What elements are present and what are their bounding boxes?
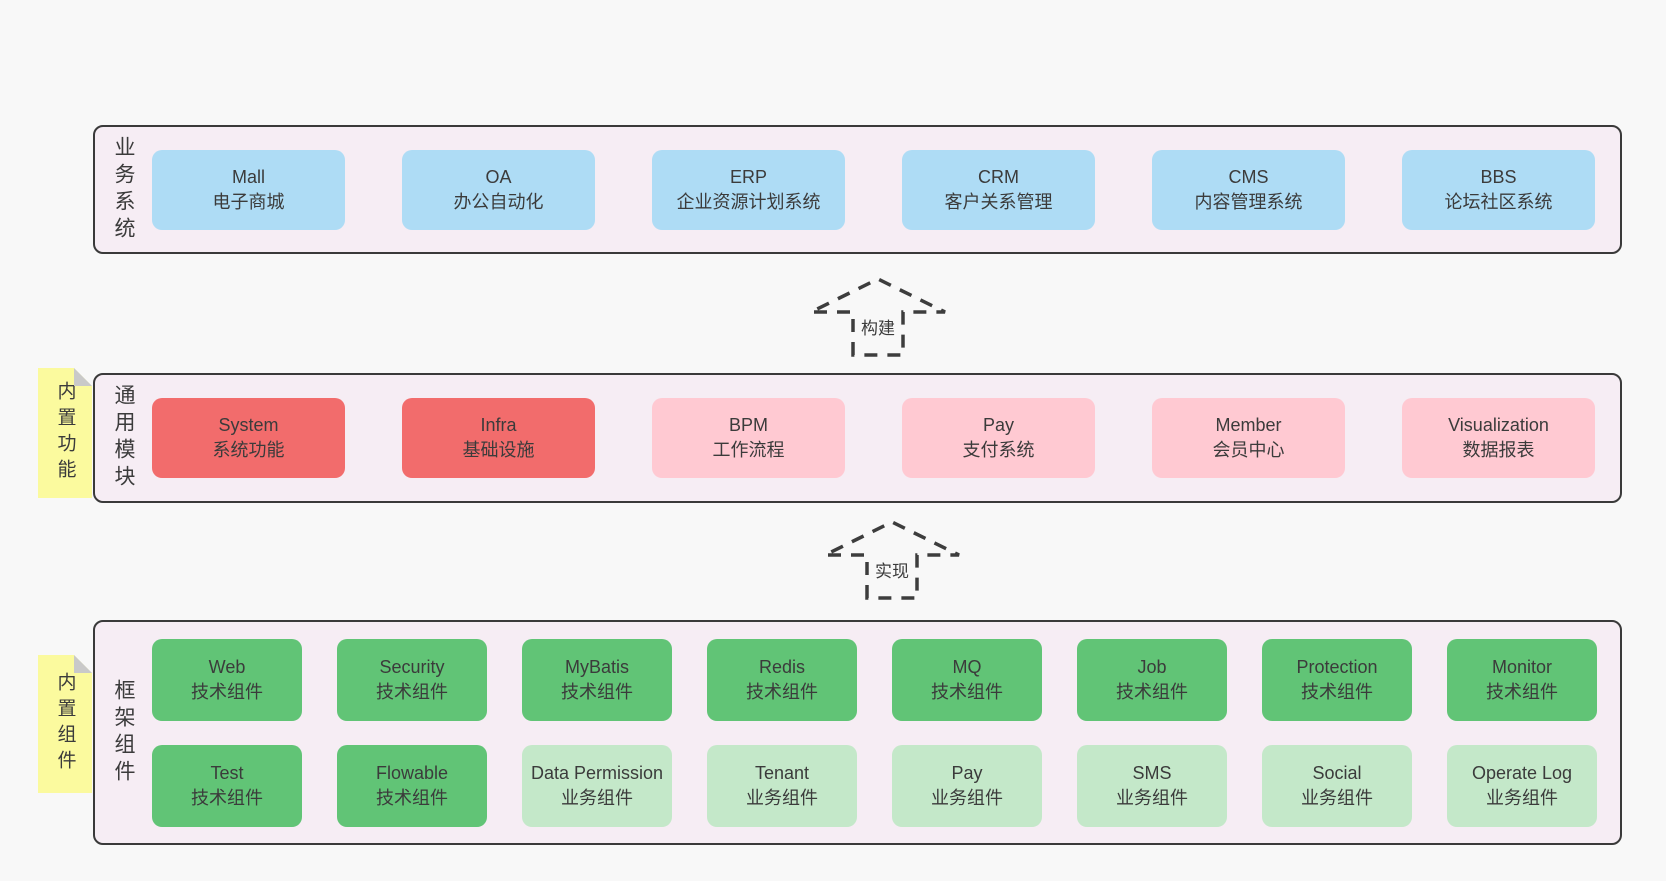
module-box-visualization: Visualization 数据报表 xyxy=(1402,398,1595,478)
module-box-system: System 系统功能 xyxy=(152,398,345,478)
module-box-infra: Infra 基础设施 xyxy=(402,398,595,478)
sticky-note-built-in-components: 内置组件 xyxy=(38,655,92,793)
dashed-up-arrow-icon xyxy=(824,520,960,600)
module-box-member: Member 会员中心 xyxy=(1152,398,1345,478)
component-box-sms: SMS 业务组件 xyxy=(1077,744,1227,827)
module-box-pay: Pay 支付系统 xyxy=(902,398,1095,478)
component-box-flowable: Flowable 技术组件 xyxy=(337,744,487,827)
component-box-protection: Protection 技术组件 xyxy=(1262,638,1412,721)
business-boxes-row: Mall 电子商城 OA 办公自动化 ERP 企业资源计划系统 CRM 客户关系… xyxy=(152,127,1622,252)
business-box-erp: ERP 企业资源计划系统 xyxy=(652,149,845,230)
module-boxes-row: System 系统功能 Infra 基础设施 BPM 工作流程 Pay 支付系统… xyxy=(152,375,1622,501)
panel-common-modules: 通用模块 System 系统功能 Infra 基础设施 BPM 工作流程 Pay… xyxy=(93,373,1622,503)
component-box-tenant: Tenant 业务组件 xyxy=(707,744,857,827)
component-box-redis: Redis 技术组件 xyxy=(707,638,857,721)
arrow-implement: 实现 xyxy=(822,520,962,600)
business-box-oa: OA 办公自动化 xyxy=(402,149,595,230)
arrow-implement-label: 实现 xyxy=(871,556,913,583)
component-box-mq: MQ 技术组件 xyxy=(892,638,1042,721)
component-row-1: Web 技术组件 Security 技术组件 MyBatis 技术组件 Redi… xyxy=(152,638,1597,721)
panel-label-common-modules: 通用模块 xyxy=(112,384,135,492)
component-box-monitor: Monitor 技术组件 xyxy=(1447,638,1597,721)
business-box-crm: CRM 客户关系管理 xyxy=(902,149,1095,230)
business-box-cms: CMS 内容管理系统 xyxy=(1152,149,1345,230)
component-boxes-grid: Web 技术组件 Security 技术组件 MyBatis 技术组件 Redi… xyxy=(152,622,1624,843)
panel-business-systems: 业务系统 Mall 电子商城 OA 办公自动化 ERP 企业资源计划系统 CRM… xyxy=(93,125,1622,254)
arrow-build: 构建 xyxy=(808,277,948,357)
component-box-mybatis: MyBatis 技术组件 xyxy=(522,638,672,721)
component-box-data-permission: Data Permission 业务组件 xyxy=(522,744,672,827)
business-box-bbs: BBS 论坛社区系统 xyxy=(1402,149,1595,230)
component-box-operate-log: Operate Log 业务组件 xyxy=(1447,744,1597,827)
panel-label-business-systems: 业务系统 xyxy=(112,135,135,244)
sticky-note-built-in-features: 内置功能 xyxy=(38,368,92,498)
component-box-social: Social 业务组件 xyxy=(1262,744,1412,827)
component-box-test: Test 技术组件 xyxy=(152,744,302,827)
component-box-pay: Pay 业务组件 xyxy=(892,744,1042,827)
arrow-build-label: 构建 xyxy=(857,313,899,340)
business-box-mall: Mall 电子商城 xyxy=(152,149,345,230)
component-box-web: Web 技术组件 xyxy=(152,638,302,721)
panel-framework-components: 框架组件 Web 技术组件 Security 技术组件 MyBatis 技术组件… xyxy=(93,620,1622,845)
component-box-job: Job 技术组件 xyxy=(1077,638,1227,721)
module-box-bpm: BPM 工作流程 xyxy=(652,398,845,478)
panel-label-framework-components: 框架组件 xyxy=(112,678,135,787)
dashed-up-arrow-icon xyxy=(810,277,946,357)
component-row-2: Test 技术组件 Flowable 技术组件 Data Permission … xyxy=(152,744,1597,827)
component-box-security: Security 技术组件 xyxy=(337,638,487,721)
